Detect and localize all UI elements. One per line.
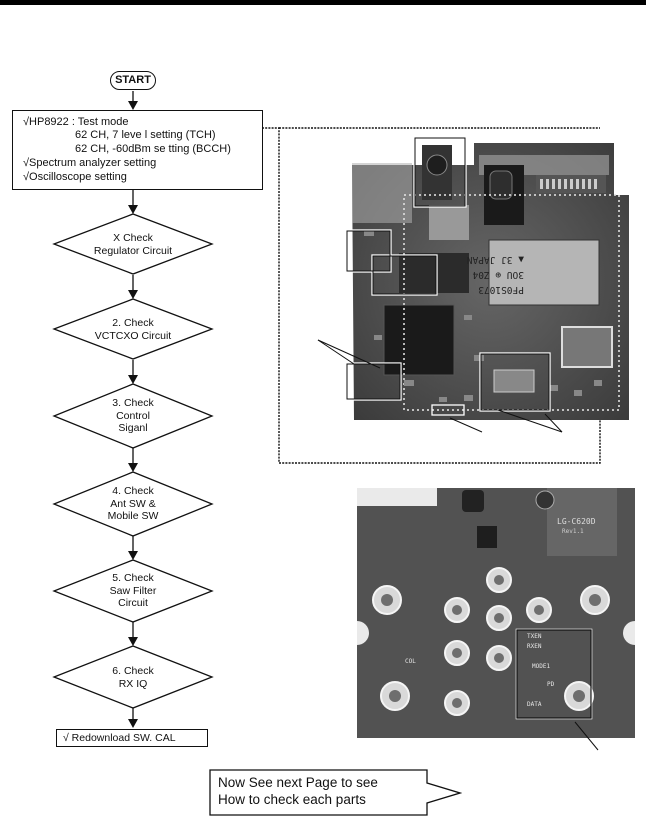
silk-rev: Rev1.1: [562, 528, 584, 535]
decision-diamond-4: [52, 471, 214, 537]
decision-diamond-1: [52, 213, 214, 275]
step-2-label: 2. Check VCTCXO Circuit: [73, 317, 193, 342]
step-5-line-2: Saw Filter: [109, 584, 157, 597]
silk-data: DATA: [527, 701, 542, 708]
header-rule: [0, 0, 646, 5]
step-1-line-2: Regulator Circuit: [93, 244, 173, 257]
pcb-bottom-image: LG-C620D Rev1.1 TXEN RXEN MODE1 PD: [345, 488, 646, 738]
silk-model: LG-C620D: [557, 517, 596, 526]
decision-diamond-2: [52, 298, 214, 360]
chip-text-2: 3OU ⊕ Z04: [472, 269, 524, 280]
step-2-line-1: 2. Check: [112, 317, 154, 329]
setup-box: √HP8922 : Test mode 62 CH, 7 leve l sett…: [12, 110, 263, 190]
chip-text-3: ▲ 3J JAPAN: [467, 254, 524, 265]
setup-line-4: √Spectrum analyzer setting: [23, 157, 157, 169]
step-4-line-2: Ant SW &: [110, 497, 156, 510]
step-5-label: 5. Check Saw Filter Circuit: [73, 572, 193, 610]
decision-diamond-6: [52, 645, 214, 709]
step-6-line-2: RX IQ: [118, 677, 148, 690]
step-4-label: 4. Check Ant SW & Mobile SW: [73, 485, 193, 523]
next-page-line-1: Now See next Page to see: [218, 775, 378, 790]
setup-line-3: 62 CH, -60dBm se tting (BCCH): [75, 143, 231, 155]
pcb-photo-bottom: LG-C620D Rev1.1 TXEN RXEN MODE1 PD: [345, 488, 646, 738]
step-6-label: 6. Check RX IQ: [73, 665, 193, 690]
setup-line-5: √Oscilloscope setting: [23, 171, 127, 183]
next-page-text: Now See next Page to see How to check ea…: [218, 774, 378, 808]
final-label: √ Redownload SW. CAL: [63, 732, 176, 744]
decision-diamond-3: [52, 383, 214, 449]
silk-txen: TXEN: [527, 633, 542, 640]
silk-rxen: RXEN: [527, 643, 542, 650]
step-3-line-3: Siganl: [118, 422, 148, 434]
step-4-line-3: Mobile SW: [107, 510, 159, 522]
step-3-line-1: 3. Check: [112, 397, 154, 409]
step-4-line-1: 4. Check: [112, 485, 154, 497]
step-2-line-2: VCTCXO Circuit: [94, 329, 172, 342]
setup-line-1: √HP8922 : Test mode: [23, 116, 129, 128]
pcb-top-image: PF0S1073 3OU ⊕ Z04 ▲ 3J JAPAN: [345, 136, 629, 420]
step-1-label: X Check Regulator Circuit: [73, 232, 193, 257]
step-3-line-2: Control: [116, 409, 150, 422]
final-box: √ Redownload SW. CAL: [56, 729, 208, 747]
chip-text-1: PF0S1073: [478, 284, 524, 295]
step-1-line-1: X Check: [113, 232, 153, 244]
start-label: START: [115, 74, 151, 86]
silk-mode1: MODE1: [532, 663, 550, 670]
step-5-line-3: Circuit: [118, 597, 148, 609]
next-page-line-2: How to check each parts: [218, 792, 366, 807]
start-terminal: START: [110, 71, 156, 90]
pcb-photo-top: PF0S1073 3OU ⊕ Z04 ▲ 3J JAPAN: [344, 135, 634, 420]
decision-diamond-5: [52, 559, 214, 623]
step-3-label: 3. Check Control Siganl: [73, 397, 193, 435]
silk-pd: PD: [547, 681, 555, 688]
step-6-line-1: 6. Check: [112, 665, 154, 677]
setup-line-2: 62 CH, 7 leve l setting (TCH): [75, 129, 216, 141]
silk-col: COL: [405, 658, 416, 665]
next-page-arrow: [209, 769, 462, 816]
step-5-line-1: 5. Check: [112, 572, 154, 584]
